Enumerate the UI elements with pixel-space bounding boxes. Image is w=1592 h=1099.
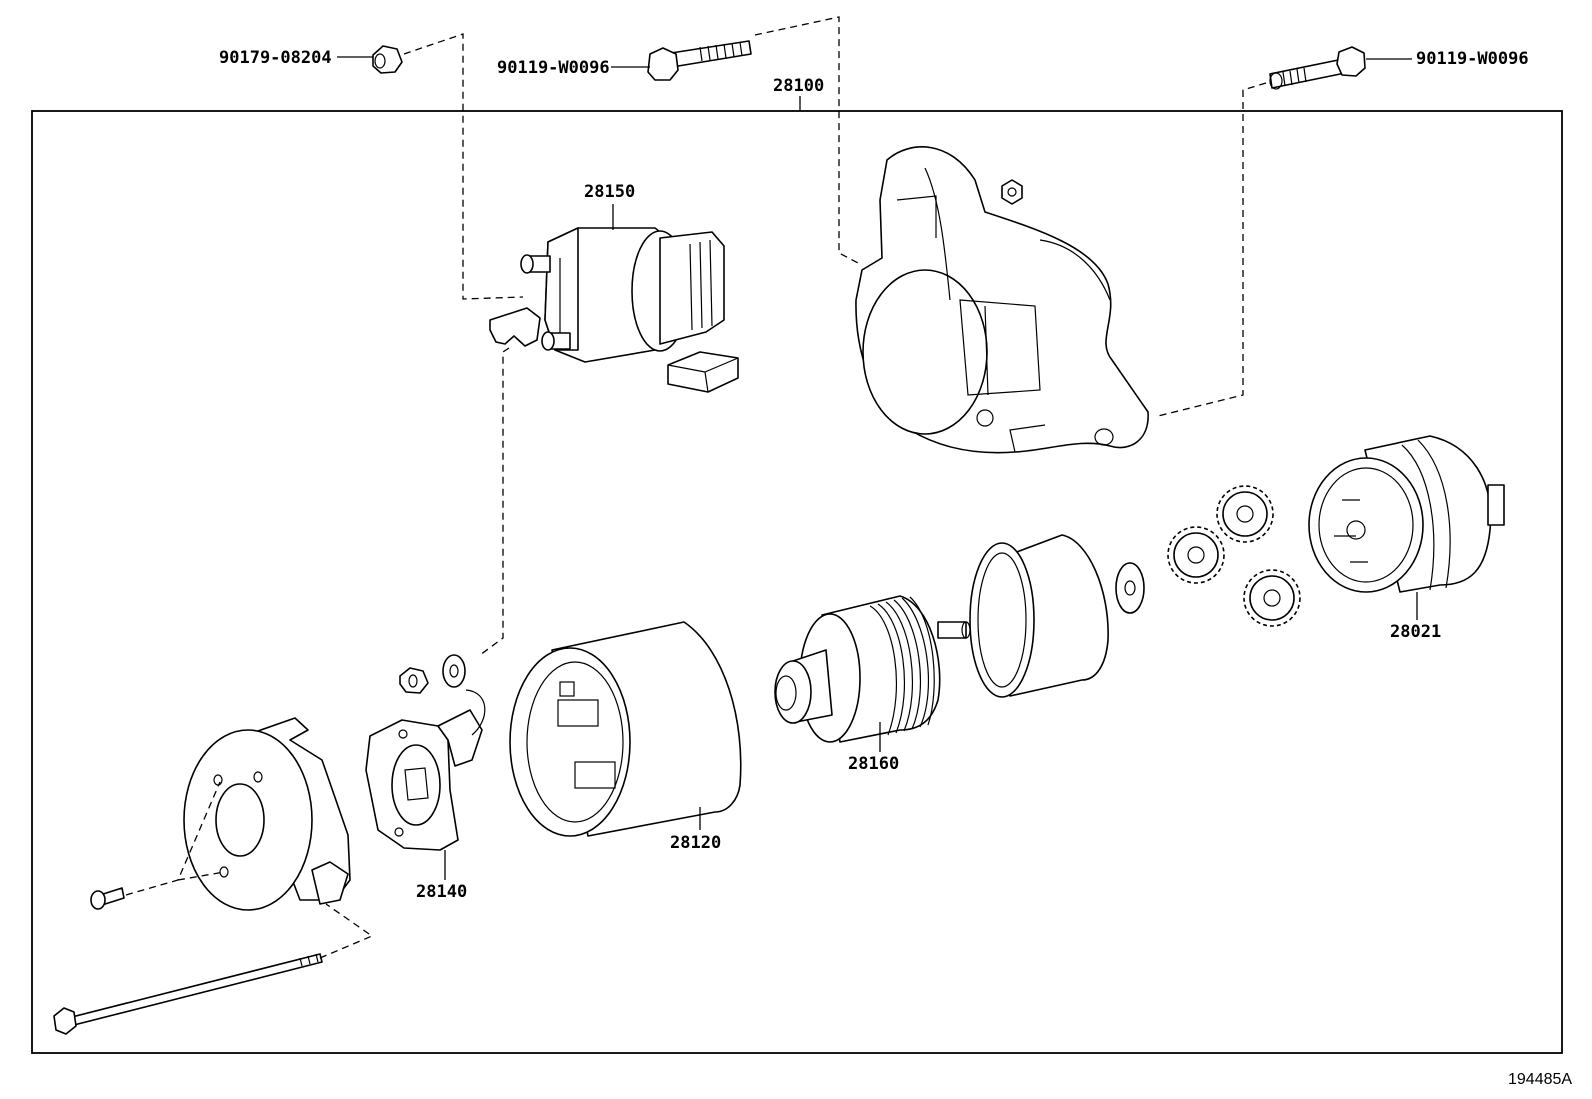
screw-dash-line-2	[177, 871, 225, 881]
figure-id: 194485A	[1508, 1071, 1572, 1088]
assembly-frame	[31, 110, 1563, 1054]
armature-part	[774, 595, 971, 743]
planetary-gear-2	[1216, 485, 1274, 543]
bolt-right-part	[1269, 46, 1366, 90]
bolt-right-dash-line	[1157, 82, 1267, 417]
collar-ring-part	[969, 534, 1109, 698]
label-armature: 28160	[848, 754, 899, 774]
bolt-center-dash-line	[754, 16, 859, 264]
label-solenoid-switch: 28150	[584, 182, 635, 202]
solenoid-switch-part	[489, 227, 725, 363]
yoke-part	[509, 621, 742, 837]
label-yoke: 28120	[670, 833, 721, 853]
label-bolt-center: 90119-W0096	[497, 58, 610, 78]
label-end-frame: 28021	[1390, 622, 1441, 642]
end-frame-part	[1308, 435, 1505, 593]
screw-part	[90, 887, 125, 910]
through-bolt-part	[53, 953, 323, 1035]
bolt-center-part	[647, 40, 752, 81]
planetary-gear-1	[1167, 526, 1225, 584]
label-nut: 90179-08204	[219, 48, 332, 68]
through-bolt-dash-line	[319, 903, 374, 959]
brush-holder-part	[365, 689, 486, 851]
label-brush-holder: 28140	[416, 882, 467, 902]
small-nut-part	[399, 667, 429, 694]
washer-part	[1115, 562, 1145, 614]
nut-dash-line	[403, 33, 524, 300]
label-starter-assembly: 28100	[773, 76, 824, 96]
nut-part	[372, 45, 403, 74]
planetary-gear-3	[1243, 569, 1301, 627]
solenoid-dash-line	[479, 347, 510, 656]
label-bolt-right: 90119-W0096	[1416, 49, 1529, 69]
commutator-end-frame-part	[183, 717, 351, 911]
small-washer-part	[442, 654, 466, 688]
drive-housing-part	[855, 146, 1149, 454]
small-block-part	[667, 351, 739, 393]
